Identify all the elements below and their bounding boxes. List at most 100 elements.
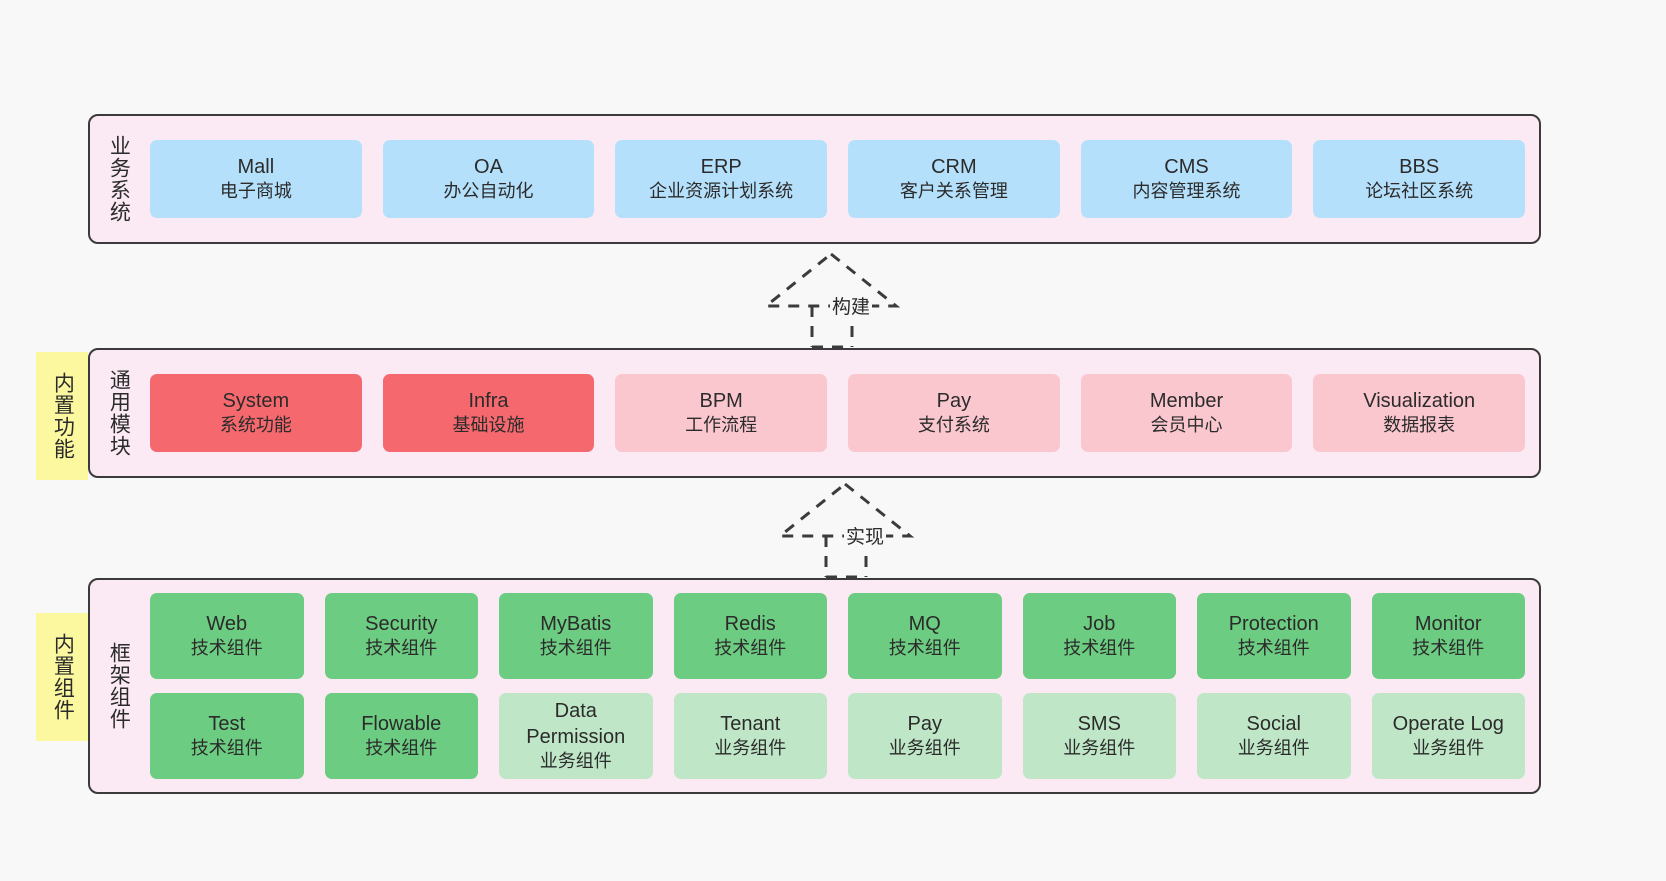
component-subtitle: 电子商城 [219,181,292,202]
component-subtitle: 业务组件 [714,738,787,759]
connector-label: 构建 [830,292,873,319]
component-title: BBS [1399,156,1440,179]
component-subtitle: 数据报表 [1383,415,1456,436]
component-subtitle: 技术组件 [365,638,438,659]
component-title: Tenant [720,713,781,736]
component-subtitle: 内容管理系统 [1132,181,1241,202]
component-title: BPM [699,390,743,413]
component-title: MyBatis [540,613,612,636]
component-title: MQ [908,613,941,636]
component-title: Mall [237,156,275,179]
component-subtitle: 技术组件 [190,638,263,659]
component-title: Redis [724,613,776,636]
component-subtitle: 办公自动化 [443,181,534,202]
component-subtitle: 技术组件 [190,738,263,759]
component-title: Protection [1228,613,1319,636]
component-subtitle: 系统功能 [219,415,292,436]
component-subtitle: 技术组件 [539,638,612,659]
component-subtitle: 业务组件 [1237,738,1310,759]
layer-title: 框架组件 [107,642,131,730]
component-title: Visualization [1363,390,1476,413]
component-title: Job [1083,613,1116,636]
layer-title: 通用模块 [107,369,131,457]
component-subtitle: 客户关系管理 [899,181,1008,202]
component-title: Flowable [361,713,442,736]
component-subtitle: 业务组件 [888,738,961,759]
component-title: SMS [1077,713,1121,736]
component-subtitle: 技术组件 [1237,638,1310,659]
connector-label: 实现 [844,522,887,549]
component-title: Infra [468,390,509,413]
component-subtitle: 技术组件 [1412,638,1485,659]
component-title: System [222,390,290,413]
component-title: Social [1246,713,1301,736]
note-common-module: 内置功能 [36,352,88,480]
component-subtitle: 技术组件 [1063,638,1136,659]
component-subtitle: 业务组件 [1412,738,1485,759]
component-title: Data Permission [526,700,626,749]
component-title: OA [474,156,503,179]
component-subtitle: 工作流程 [685,415,758,436]
connector-implement: 实现 [770,482,920,579]
connector-build: 构建 [756,252,906,349]
component-title: Security [365,613,438,636]
component-title: CRM [931,156,977,179]
component-subtitle: 论坛社区系统 [1365,181,1474,202]
component-title: ERP [700,156,742,179]
component-title: Pay [936,390,972,413]
component-title: Member [1149,390,1224,413]
component-subtitle: 业务组件 [539,751,612,772]
component-title: Pay [907,713,942,736]
component-subtitle: 技术组件 [714,638,787,659]
component-subtitle: 技术组件 [888,638,961,659]
component-subtitle: 企业资源计划系统 [649,181,794,202]
component-subtitle: 技术组件 [365,738,438,759]
layer-title: 业务系统 [107,135,131,223]
component-title: Web [206,613,248,636]
component-title: Operate Log [1392,713,1504,736]
component-subtitle: 基础设施 [452,415,525,436]
component-title: Monitor [1414,613,1482,636]
component-subtitle: 会员中心 [1150,415,1223,436]
component-subtitle: 业务组件 [1063,738,1136,759]
